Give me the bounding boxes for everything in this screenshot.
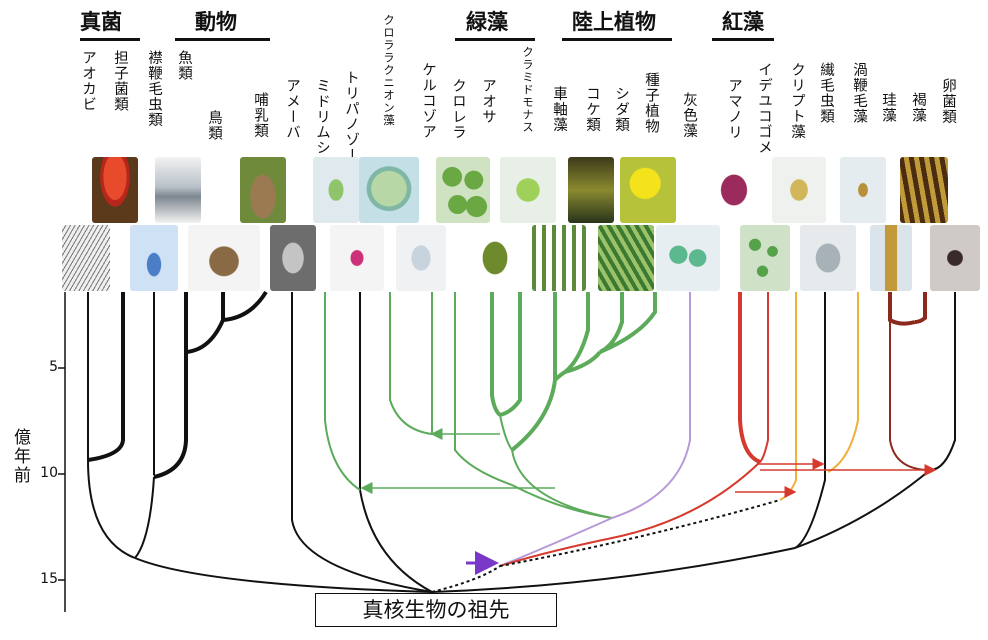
fly-agaric-mushroom-photo [92, 157, 138, 223]
taxon-label: 魚類 [176, 50, 192, 81]
chlamydomonas-photo [500, 157, 556, 223]
taxon-label: クロララクニオン藻 [382, 14, 396, 127]
dandelion-photo [620, 157, 676, 223]
taxon-label: 担子菌類 [112, 50, 128, 112]
ulva-photo [470, 225, 520, 291]
taxon-label: 繊毛虫類 [818, 62, 834, 124]
taxon-label: 卵菌類 [940, 78, 956, 125]
taxon-label: アオサ [480, 78, 496, 125]
taxon-label: 種子植物 [643, 72, 659, 134]
moss-photo [568, 157, 614, 223]
taxon-label: 灰色藻 [681, 92, 697, 139]
group-label-red-algae: 紅藻 [722, 10, 764, 34]
cercozoa-photo [396, 225, 446, 291]
taxon-label: ケルコゾア [420, 62, 436, 140]
rabbit-photo [240, 157, 286, 223]
chlorarachniophyte-photo [359, 157, 419, 223]
group-rule-land-plants [562, 38, 672, 41]
euglena-photo [313, 157, 359, 223]
chlorella-photo [436, 157, 490, 223]
taxon-label: コケ類 [584, 86, 600, 133]
sparrow-photo [188, 225, 260, 291]
red-lineages [499, 292, 769, 567]
taxon-label: イデユコゴメ [756, 62, 772, 155]
group-rule-green-algae [455, 38, 535, 41]
tick-label: 5 [49, 359, 58, 375]
brown-alga-photo [900, 157, 948, 223]
cyanidioschyzon-photo [740, 225, 790, 291]
taxon-label: シダ類 [613, 86, 629, 133]
taxon-label: 車軸藻 [551, 86, 567, 133]
cryptophyte-photo [772, 157, 826, 223]
fish-photo [155, 157, 201, 223]
taxon-label: 襟鞭毛虫類 [146, 50, 162, 128]
taxon-label: トリパノゾーマ [343, 70, 359, 179]
tick-label: 15 [40, 571, 58, 587]
root-label: 真核生物の祖先 [315, 593, 557, 627]
dinoflagellate-photo [840, 157, 886, 223]
porphyra-photo [706, 157, 762, 223]
taxon-label: 鳥類 [206, 110, 222, 141]
taxon-label: クラミドモナス [521, 46, 535, 134]
group-rule-red-algae [712, 38, 774, 41]
black-lineages [87, 290, 956, 593]
glaucophyte-photo [656, 225, 720, 291]
taxon-label: アオカビ [80, 50, 96, 112]
taxon-label: クロレラ [450, 78, 466, 140]
brown-lineages [888, 292, 931, 471]
group-label-land-plants: 陸上植物 [572, 10, 656, 34]
amoeba-photo [270, 225, 316, 291]
taxon-label: クリプト藻 [789, 62, 805, 140]
group-rule-fungi [80, 38, 140, 41]
penicillium-sketch [62, 225, 110, 291]
oomycete-photo [930, 225, 980, 291]
group-label-fungi: 真菌 [80, 10, 122, 34]
taxon-label: ミドリムシ [314, 78, 330, 156]
taxon-label: 褐藻 [910, 92, 926, 123]
taxon-label: アマノリ [726, 78, 742, 140]
time-axis [58, 292, 66, 612]
tick-label: 10 [40, 465, 58, 481]
choanoflagellate-sketch [130, 225, 178, 291]
green-lineages [324, 292, 657, 519]
trypanosome-photo [330, 225, 384, 291]
chara-photo [532, 225, 586, 291]
taxon-label: 渦鞭毛藻 [851, 62, 867, 124]
taxon-label: 珪藻 [880, 92, 896, 123]
group-label-animals: 動物 [195, 10, 237, 34]
axis-title: 億年前 [10, 428, 30, 485]
fern-photo [598, 225, 654, 291]
orange-lineages [779, 292, 859, 501]
glaucophyte-lineage [499, 292, 691, 567]
ciliate-photo [800, 225, 856, 291]
taxon-label: 哺乳類 [252, 92, 268, 139]
group-rule-animals [175, 38, 270, 41]
group-label-green-algae: 緑藻 [466, 10, 508, 34]
diatom-photo [870, 225, 912, 291]
taxon-label: アメーバ [284, 78, 300, 140]
